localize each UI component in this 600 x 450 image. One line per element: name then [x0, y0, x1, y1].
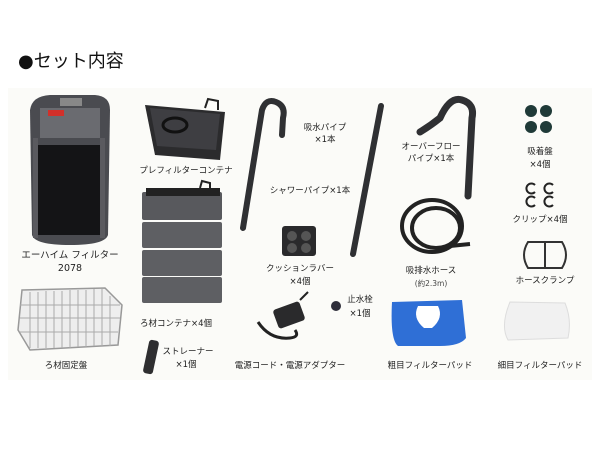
coarse-filter-pad-image: [391, 300, 466, 346]
hose-image: [400, 198, 471, 254]
filter-unit-label: エーハイム フィルター: [21, 250, 119, 261]
suction-cups-qty: ×4個: [529, 160, 551, 170]
power-label: 電源コード・電源アダプター: [234, 361, 346, 371]
intake-pipe-label: 吸水パイプ: [303, 123, 347, 133]
filter-unit-image: [30, 95, 110, 245]
clips-label: クリップ×4個: [512, 215, 568, 225]
section-title: ●セット内容: [18, 51, 124, 72]
cushion-rubber-image: [282, 226, 316, 256]
suction-cups-label: 吸着盤: [527, 147, 553, 157]
cushion-qty: ×4個: [289, 277, 311, 287]
strainer-image: [143, 339, 159, 375]
media-container-image: [142, 179, 222, 303]
suction-cups-image: [525, 105, 552, 133]
overflow-qty: パイプ×1本: [407, 154, 455, 164]
strainer-qty: ×1個: [175, 360, 197, 370]
prefilter-label: プレフィルターコンテナ: [139, 166, 233, 176]
overflow-pipe-image: [416, 95, 476, 200]
media-plate-image: [17, 287, 123, 351]
stopper-image: [331, 301, 341, 311]
intake-pipe-image: [240, 98, 287, 231]
shower-pipe-image: [350, 103, 384, 257]
coarse-pad-label: 粗目フィルターパッド: [387, 361, 473, 371]
power-adapter-image: [256, 291, 309, 340]
media-plate-label: ろ材固定盤: [44, 361, 88, 371]
fine-pad-label: 細目フィルターパッド: [497, 361, 583, 371]
hose-length: (約2.3m): [414, 279, 448, 288]
intake-pipe-qty: ×1本: [314, 135, 336, 145]
hose-label: 吸排水ホース: [405, 266, 457, 276]
fine-filter-pad-image: [504, 301, 570, 341]
stopper-qty: ×1個: [349, 309, 371, 319]
strainer-label: ストレーナー: [162, 347, 214, 357]
hose-clamp-image: [523, 241, 567, 269]
stopper-label: 止水栓: [347, 295, 373, 305]
prefilter-container-image: [145, 97, 225, 160]
overflow-label: オーバーフロー: [401, 142, 461, 152]
clips-image: [525, 182, 554, 208]
cushion-label: クッションラバー: [266, 264, 334, 274]
shower-pipe-label: シャワーパイプ×1本: [269, 186, 351, 196]
media-container-label: ろ材コンテナ×4個: [139, 319, 213, 329]
filter-model-label: 2078: [57, 263, 83, 274]
hose-clamp-label: ホースクランプ: [515, 276, 575, 286]
